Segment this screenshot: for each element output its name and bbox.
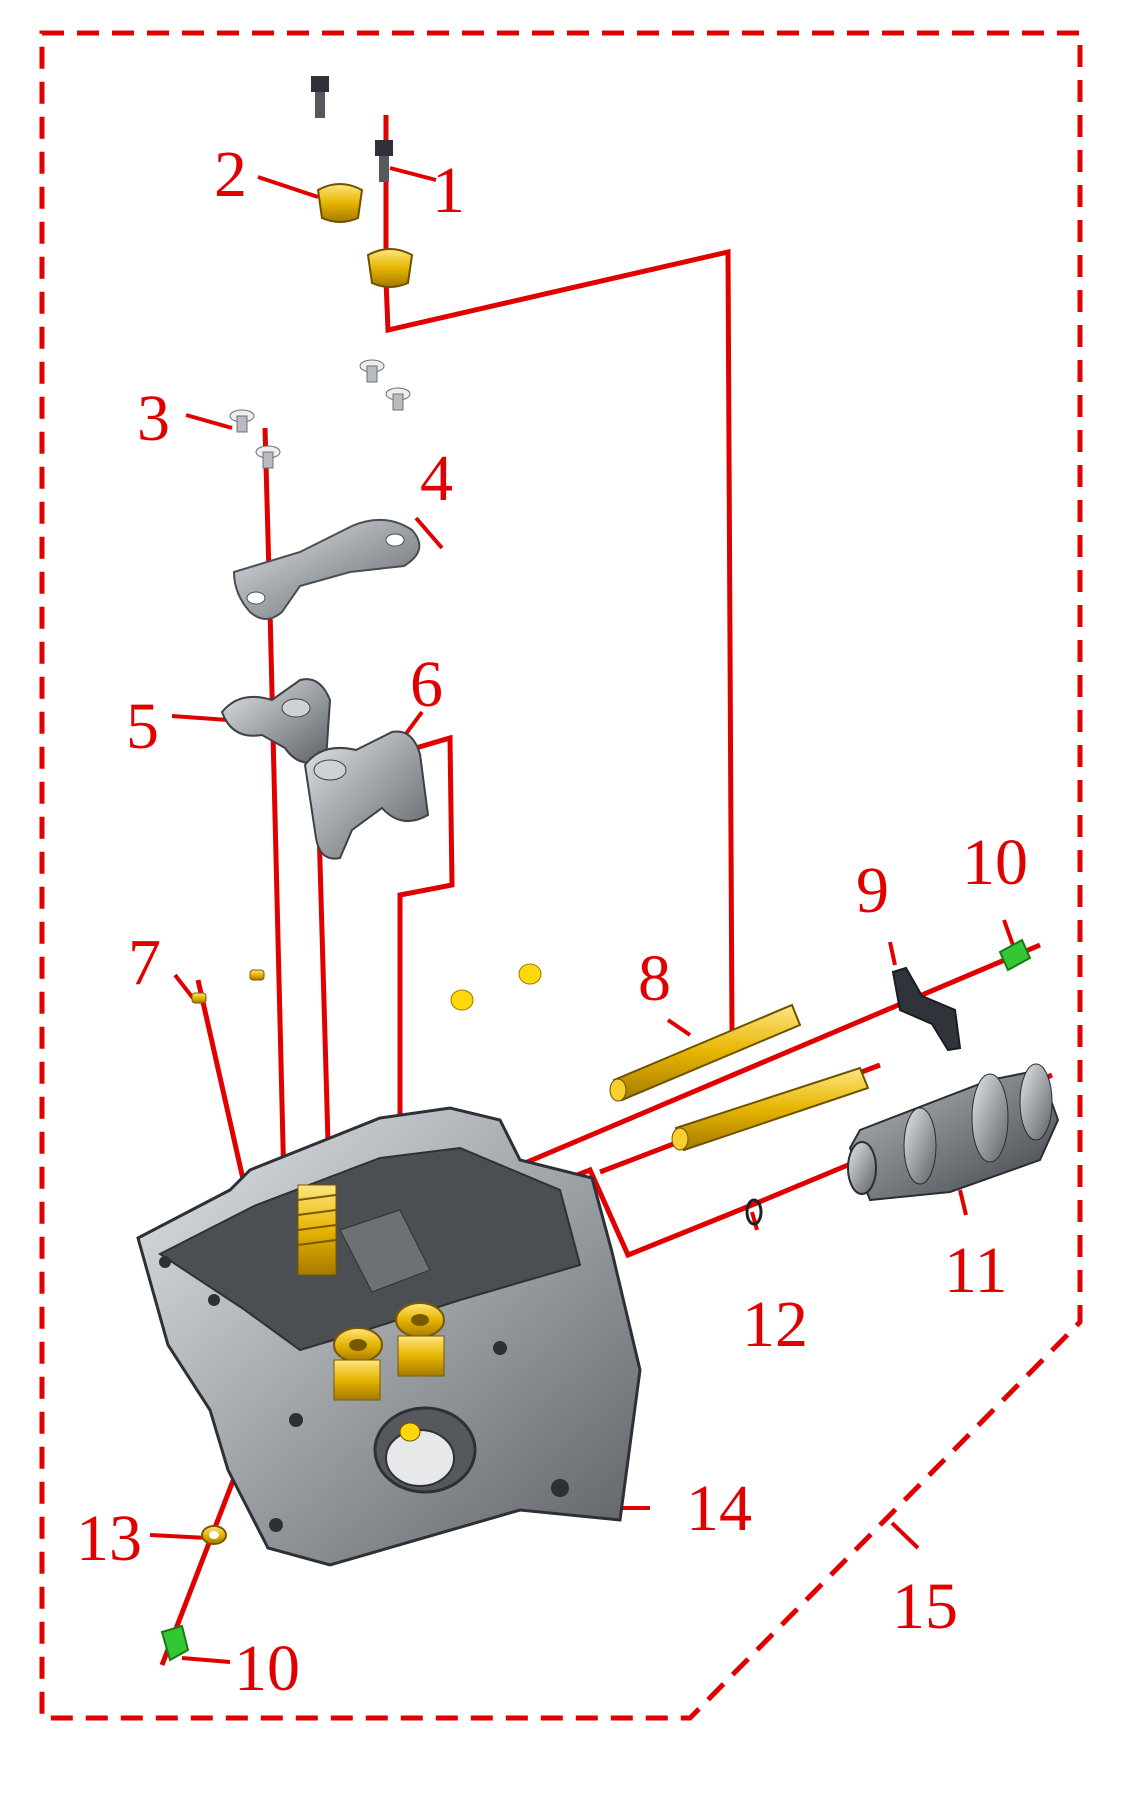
callout-2: 2 — [214, 138, 247, 211]
part-1-bolt — [311, 76, 393, 182]
part-14-cylinder-head — [136, 1106, 642, 1567]
part-7-dowel — [191, 963, 542, 1011]
part-6-rocker-arm — [303, 730, 430, 860]
callout-12: 12 — [742, 1288, 808, 1361]
callout-6: 6 — [410, 648, 443, 721]
callout-5: 5 — [126, 690, 159, 763]
part-2-camshaft-cap — [316, 183, 414, 288]
callout-11: 11 — [944, 1234, 1008, 1307]
part-3-flange-bolt — [229, 359, 411, 469]
part-12-o-ring — [745, 1198, 763, 1226]
part-9-bracket — [891, 966, 962, 1052]
callout-7: 7 — [128, 926, 161, 999]
part-13-washer — [201, 1525, 227, 1545]
callout-3: 3 — [137, 382, 170, 455]
callout-14: 14 — [686, 1472, 752, 1545]
part-8-rocker-shaft — [609, 1003, 870, 1152]
part-11-camshaft — [847, 1063, 1060, 1202]
valve-springs — [297, 1184, 445, 1401]
callout-8: 8 — [638, 942, 671, 1015]
callout-13: 13 — [76, 1502, 142, 1575]
callout-10-top: 10 — [962, 826, 1028, 899]
callout-1: 1 — [432, 154, 465, 227]
part-4-retainer-plate — [232, 518, 421, 620]
part-10-fitting — [160, 938, 1032, 1662]
callout-4: 4 — [420, 442, 453, 515]
callout-15: 15 — [892, 1570, 958, 1643]
callout-10-bottom: 10 — [234, 1632, 300, 1705]
callout-labels: 1 2 3 4 5 6 7 8 9 10 11 12 13 10 14 15 — [76, 138, 1028, 1705]
part-5-rocker-arm — [220, 678, 332, 764]
assembly-boundary — [39, 30, 1083, 1721]
callout-9: 9 — [856, 854, 889, 927]
